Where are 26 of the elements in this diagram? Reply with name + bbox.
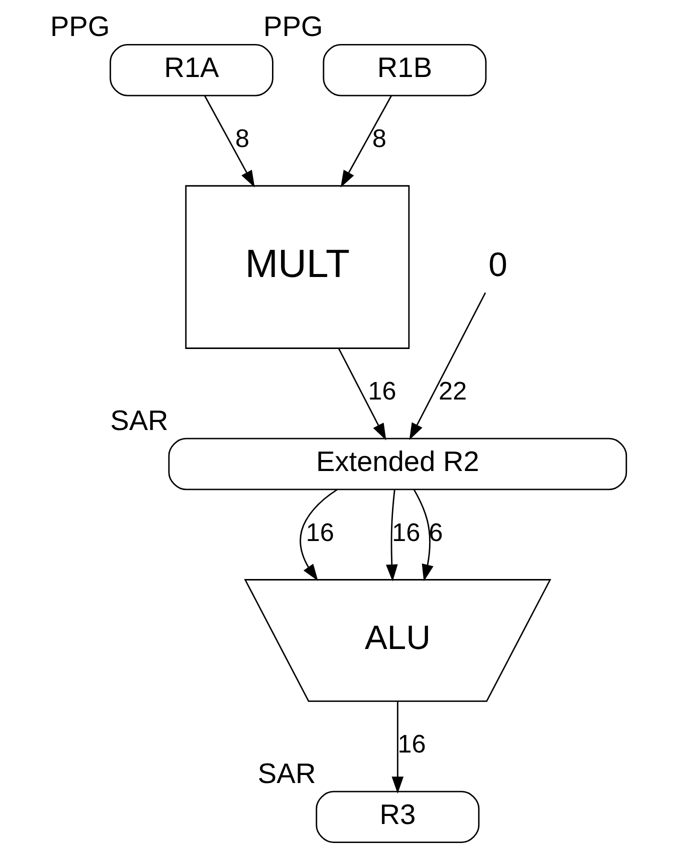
node-box: Extended R2 bbox=[168, 438, 627, 490]
node-box: R3 bbox=[315, 790, 480, 844]
node-box: R1A bbox=[109, 44, 273, 96]
arrow bbox=[340, 95, 392, 188]
arrow bbox=[385, 489, 398, 582]
arrow bbox=[412, 489, 433, 582]
node-label: PPG bbox=[50, 10, 110, 42]
edge-label: 6 bbox=[428, 518, 442, 547]
edge-label: 8 bbox=[234, 124, 249, 153]
node-box: MULT bbox=[184, 185, 410, 349]
arrow bbox=[391, 702, 404, 794]
arrow bbox=[338, 348, 386, 440]
arrow bbox=[408, 292, 486, 440]
node-label: SAR bbox=[110, 404, 168, 436]
node-box: R1B bbox=[322, 44, 486, 96]
node-text: 0 bbox=[488, 246, 507, 284]
edge-label: 22 bbox=[438, 378, 466, 406]
edge-label: 16 bbox=[391, 518, 420, 547]
edge-label: 16 bbox=[305, 518, 334, 547]
arrow bbox=[299, 489, 337, 581]
arrow bbox=[204, 95, 254, 188]
node-label: PPG bbox=[262, 10, 322, 42]
edge-label: 16 bbox=[397, 730, 426, 759]
edge-label: 16 bbox=[367, 378, 396, 406]
edge-label: 8 bbox=[372, 124, 386, 153]
node-label: SAR bbox=[257, 757, 316, 790]
